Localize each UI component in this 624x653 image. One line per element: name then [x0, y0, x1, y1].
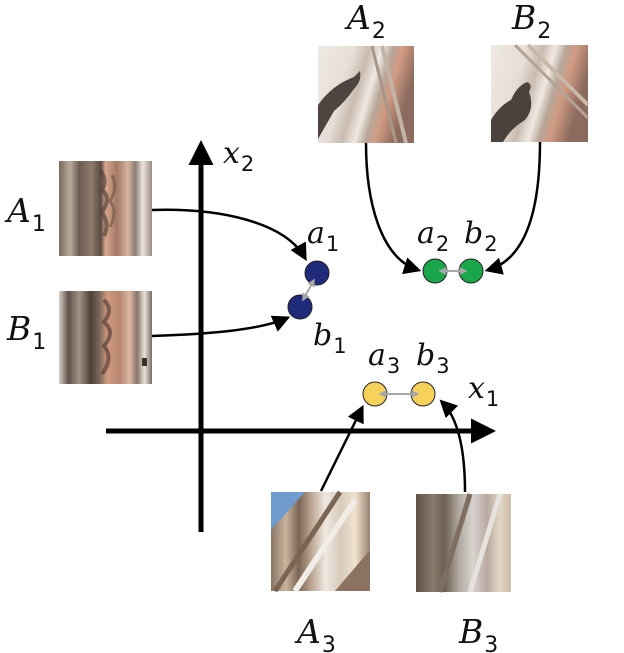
label-B1: B1 — [6, 309, 46, 355]
label-a3: a3 — [368, 338, 400, 378]
patch-B2 — [491, 43, 590, 142]
label-A2: A2 — [344, 0, 386, 44]
arrow-A3-to-a3 — [319, 404, 364, 492]
patch-B3 — [416, 493, 511, 593]
patch-B1 — [59, 291, 152, 384]
label-b3: b3 — [416, 338, 450, 378]
axes: x2 x1 — [106, 136, 499, 532]
label-B2: B2 — [511, 0, 551, 44]
patch-A1 — [59, 161, 152, 256]
x1-axis-label: x1 — [468, 371, 499, 411]
arrow-B2-to-b2 — [484, 141, 542, 275]
label-a1: a1 — [307, 216, 339, 256]
label-b1: b1 — [313, 318, 347, 358]
label-a2: a2 — [417, 216, 449, 256]
patch-A3 — [271, 490, 370, 593]
point-b1 — [287, 294, 313, 320]
label-A3: A3 — [294, 612, 336, 653]
patch-A2 — [318, 45, 414, 144]
arrow-B1-to-b1 — [151, 315, 291, 338]
label-b2: b2 — [464, 216, 498, 256]
x2-axis-label: x2 — [223, 136, 254, 176]
label-A1: A1 — [4, 191, 46, 237]
arrow-A1-to-a1 — [151, 208, 307, 262]
arrow-A2-to-a2 — [364, 142, 422, 275]
distance-a1-b1 — [302, 278, 315, 302]
label-B3: B3 — [458, 612, 498, 653]
point-a1 — [304, 260, 330, 286]
arrow-B3-to-b3 — [439, 399, 467, 493]
